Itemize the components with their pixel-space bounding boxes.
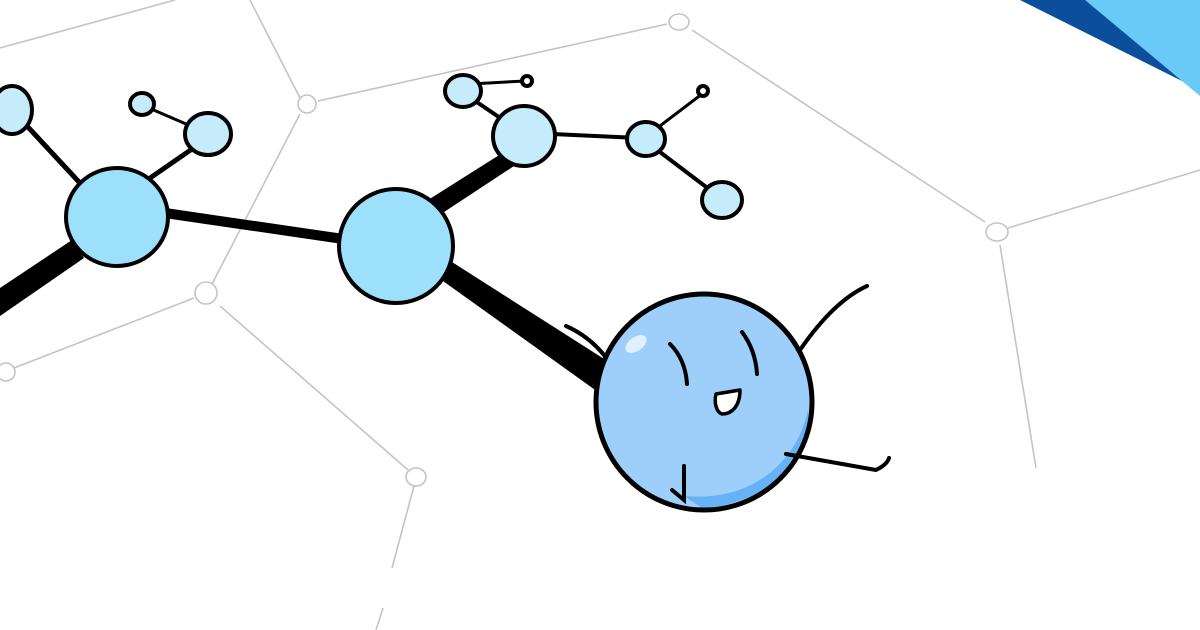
mascot-body xyxy=(596,294,812,510)
mascot-left-eye xyxy=(668,342,689,386)
network-line xyxy=(13,297,195,369)
mascot-body-outline xyxy=(593,291,815,513)
corner-triangle-light xyxy=(1085,0,1200,96)
network-nodes xyxy=(0,13,1009,487)
atom xyxy=(0,84,34,136)
network-line xyxy=(211,113,301,285)
network-line xyxy=(691,29,986,223)
atom xyxy=(337,187,455,305)
atom xyxy=(64,166,170,268)
corner-accent xyxy=(1020,0,1200,96)
mascot-highlight xyxy=(625,335,647,353)
atom xyxy=(183,111,233,157)
atom xyxy=(443,73,483,109)
network-line xyxy=(249,0,301,99)
network-node xyxy=(297,94,317,114)
mascot-mouth xyxy=(713,388,742,416)
wedge-bond xyxy=(428,152,514,216)
network-line xyxy=(0,0,176,49)
network-line xyxy=(219,305,409,471)
wedge-bond xyxy=(0,240,84,316)
network-node xyxy=(668,13,690,31)
mascot-right-arm xyxy=(798,284,869,352)
atom xyxy=(700,180,744,220)
network-line xyxy=(999,244,1037,469)
atom xyxy=(520,74,534,88)
atom xyxy=(696,84,710,98)
mascot-right-eye xyxy=(740,330,759,376)
network-line xyxy=(375,607,384,630)
network-node xyxy=(985,222,1009,242)
atom-mascot xyxy=(564,284,891,513)
mascot-lower-arm xyxy=(784,452,891,472)
network-line xyxy=(1007,169,1200,229)
mascot-foot-mark xyxy=(670,464,686,505)
atom xyxy=(625,120,667,158)
network-node xyxy=(194,281,218,305)
network-line xyxy=(391,485,415,569)
wedge-bond xyxy=(436,262,612,392)
mascot-body-shade xyxy=(684,410,809,508)
atom xyxy=(491,104,557,168)
molecule-atoms xyxy=(0,73,744,305)
network-node xyxy=(405,467,427,487)
network-line xyxy=(317,23,668,102)
atom xyxy=(128,91,156,117)
network-node xyxy=(0,362,16,382)
bond xyxy=(160,208,355,245)
